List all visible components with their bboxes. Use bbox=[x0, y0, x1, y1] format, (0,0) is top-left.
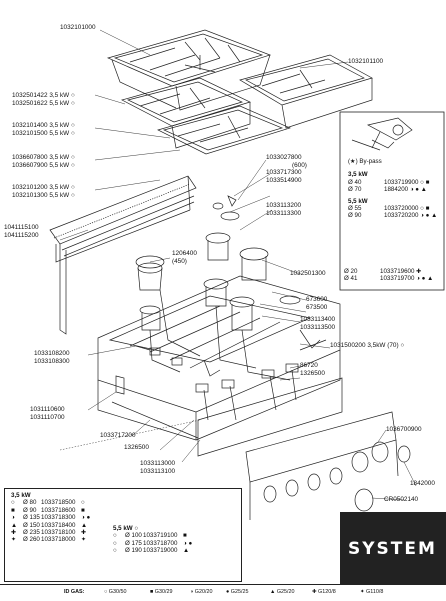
bypass-inset bbox=[339, 111, 445, 291]
range-body bbox=[97, 275, 341, 441]
callout-grid-right: 1032101100 bbox=[348, 58, 384, 65]
gas-legend-title: ID GAS: bbox=[64, 589, 85, 595]
callout-fitting: 673600 673500 bbox=[306, 296, 328, 311]
callout-burner-b: 1032101400 3,5 kW ○ 1032101500 5,5 kW ○ bbox=[12, 122, 75, 137]
callout-seal: 86720 1326500 bbox=[300, 362, 325, 377]
callout-tap: 1033717200 bbox=[100, 432, 136, 439]
gas-legend-item: ✚ G120/8 bbox=[312, 589, 336, 595]
callout-side: 1031110600 1031110700 bbox=[30, 406, 65, 421]
callout-tap-seal: 1326500 bbox=[124, 444, 149, 451]
pan-grid-top bbox=[106, 29, 272, 111]
callout-cap: 1033027800 (600) 1033717300 1033514900 bbox=[266, 154, 307, 184]
gas-pipes bbox=[135, 289, 327, 421]
gas-legend-item: ● G25/25 bbox=[226, 589, 249, 595]
gas-legend-item: ■ G30/29 bbox=[150, 589, 173, 595]
gas-legend: ID GAS: ○ G30/50 ■ G30/29 ◑ G20/20 ● G25… bbox=[0, 584, 446, 601]
callout-grid-top: 1032101000 bbox=[60, 24, 96, 31]
leader-lines bbox=[59, 29, 417, 501]
callout-injector: 1206400 (450) bbox=[172, 250, 197, 265]
gas-legend-item: ○ G30/50 bbox=[104, 589, 127, 595]
callout-thermocouple: 1033113000 1033113100 bbox=[140, 460, 176, 475]
callout-burner-a: 1032501422 3,5 kW ○ 1032501622 5,5 kW ○ bbox=[12, 92, 75, 107]
injector-table-right: 5,5 kW ○ ○Ø 1001033719100■ ○Ø 1751033718… bbox=[113, 525, 193, 555]
gas-legend-item: ✦ G110/8 bbox=[360, 589, 384, 595]
callout-frame: 1033108200 1033108300 bbox=[34, 350, 70, 365]
knobs bbox=[263, 441, 411, 512]
callout-nozzle: 1031500200 3,5kW (70) ○ bbox=[330, 342, 405, 349]
callout-burner-c: 1036607800 3,5 kW ○ 1036607900 5,5 kW ○ bbox=[12, 154, 75, 169]
callout-knob-set: CR0502140 bbox=[384, 496, 419, 503]
callout-valve: 1033113400 1033113500 bbox=[300, 316, 336, 331]
callout-burner-d: 1032101200 3,5 kW ○ 1032101300 5,5 kW ○ bbox=[12, 184, 75, 199]
callout-panel: 1041115100 1041115200 bbox=[4, 224, 39, 239]
pan-grid-left-lower bbox=[121, 77, 291, 155]
callout-ring: 1842000 bbox=[410, 480, 435, 487]
gas-legend-item: ◑ G20/20 bbox=[190, 589, 213, 595]
gas-legend-item: ▲ G25/20 bbox=[270, 589, 295, 595]
callout-thermo: 1033113200 1033113300 bbox=[266, 202, 302, 217]
side-panel bbox=[49, 175, 197, 335]
control-panel bbox=[197, 377, 399, 520]
callout-knob: 1036700900 bbox=[386, 426, 422, 433]
pan-grid-right bbox=[239, 54, 373, 129]
callout-pipe: 1032501300 bbox=[290, 270, 326, 277]
system-logo: SYSTEM bbox=[340, 512, 446, 584]
